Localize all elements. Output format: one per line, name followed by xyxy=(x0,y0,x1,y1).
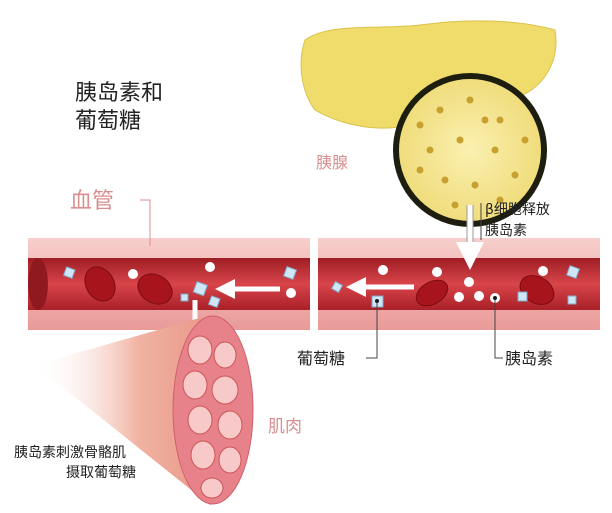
beta-cells-label-line-2: 胰岛素 xyxy=(485,223,527,239)
muscle-illustration xyxy=(35,315,254,505)
caption-line-2: 摄取葡萄糖 xyxy=(66,465,136,481)
insulin-label: 胰岛素 xyxy=(505,349,553,368)
leader-lines xyxy=(140,199,503,359)
blood-vessel xyxy=(28,238,600,330)
red-blood-cells xyxy=(84,266,555,307)
title-line-1: 胰岛素和 xyxy=(75,81,163,106)
title-line-2: 葡萄糖 xyxy=(75,109,141,134)
muscle-label: 肌肉 xyxy=(268,417,302,437)
beta-cells-label-line-1: β细胞释放 xyxy=(485,202,550,218)
insulin-molecules xyxy=(128,262,548,303)
caption-line-1: 胰岛素刺激骨骼肌 xyxy=(14,444,126,461)
glucose-label: 葡萄糖 xyxy=(297,349,345,368)
vessel-label: 血管 xyxy=(70,189,114,214)
pancreas-label: 胰腺 xyxy=(316,153,348,172)
